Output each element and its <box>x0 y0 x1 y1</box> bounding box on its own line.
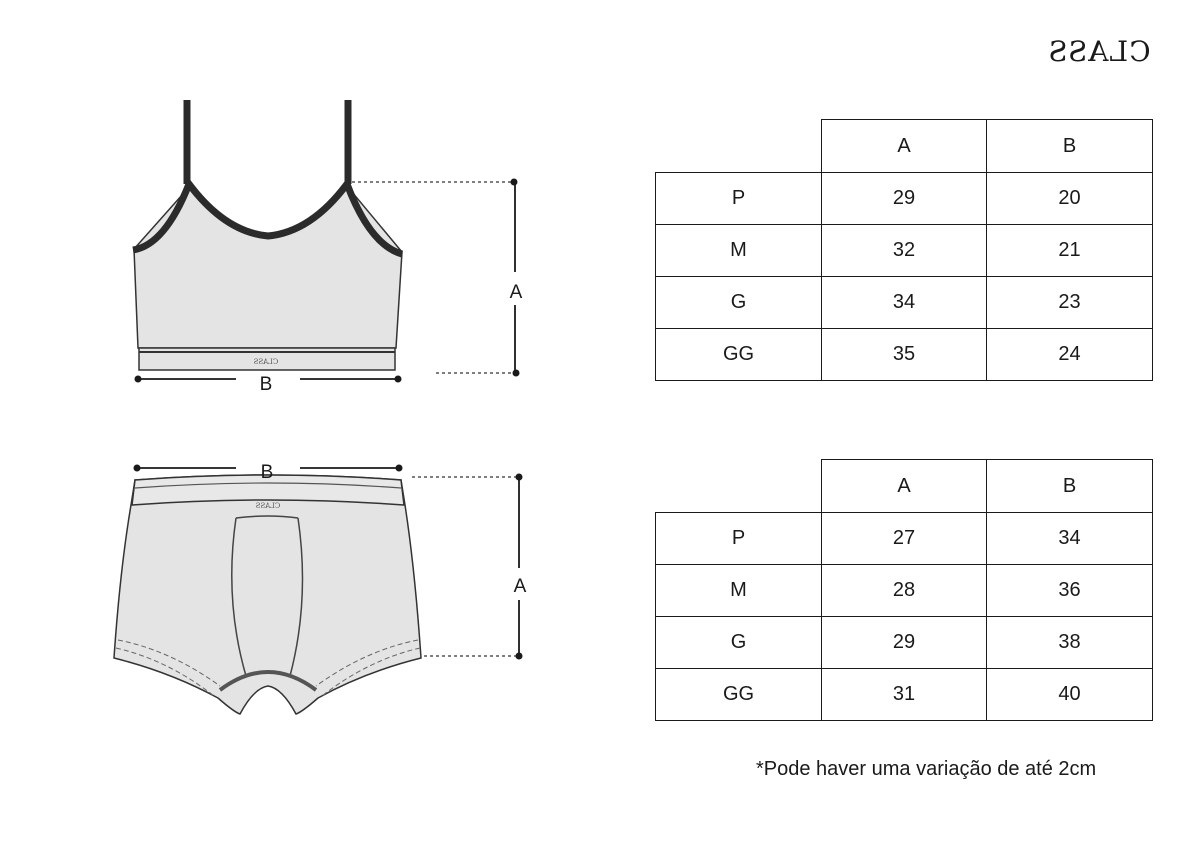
column-header-b: B <box>986 119 1153 173</box>
boxer-b-label: B <box>261 462 274 483</box>
table-row: M 32 21 <box>655 224 1153 277</box>
value-b: 36 <box>986 564 1153 617</box>
value-a: 28 <box>821 564 987 617</box>
boxer-waistband <box>131 474 405 506</box>
top-neckline-trim <box>132 176 404 258</box>
size-label: M <box>655 564 822 617</box>
top-waistband <box>138 347 396 371</box>
boxer-waistband-label: CLASS <box>256 502 281 510</box>
boxer-right-hem-stitch <box>315 639 419 687</box>
size-label: G <box>655 276 822 329</box>
size-label: P <box>655 512 822 565</box>
value-a: 29 <box>821 616 987 669</box>
table-corner-cell <box>655 459 822 513</box>
value-a: 34 <box>821 276 987 329</box>
value-b: 23 <box>986 276 1153 329</box>
value-a: 27 <box>821 512 987 565</box>
table-row: G 29 38 <box>655 616 1153 669</box>
boxer-pouch-seam-right <box>289 517 304 677</box>
value-a: 35 <box>821 328 987 381</box>
boxer-pouch-top <box>235 515 299 519</box>
table-row: GG 35 24 <box>655 328 1153 381</box>
top-a-label: A <box>510 282 523 303</box>
boxer-crotch-band <box>218 670 318 692</box>
table-row: G 34 23 <box>655 276 1153 329</box>
footnote: *Pode haver uma variação de até 2cm <box>756 758 1097 780</box>
value-b: 40 <box>986 668 1153 721</box>
value-b: 34 <box>986 512 1153 565</box>
size-table-boxer: A B P 27 34 M 28 36 G 29 38 GG 31 40 <box>655 459 1153 721</box>
boxer-left-hem-stitch-2 <box>115 647 215 697</box>
table-header-row: A B <box>655 119 1153 173</box>
size-label: M <box>655 224 822 277</box>
top-a-start-dot <box>510 178 518 186</box>
top-b-label: B <box>260 374 273 395</box>
column-header-a: A <box>821 459 987 513</box>
column-header-a: A <box>821 119 987 173</box>
size-label: GG <box>655 328 822 381</box>
table-header-row: A B <box>655 459 1153 513</box>
table-row: P 29 20 <box>655 172 1153 225</box>
boxer-pouch-seam-left <box>231 517 247 677</box>
value-b: 38 <box>986 616 1153 669</box>
value-a: 29 <box>821 172 987 225</box>
garment-illustrations: CLASS B A CLASS <box>113 100 527 715</box>
boxer-a-label: A <box>514 576 527 597</box>
table-row: GG 31 40 <box>655 668 1153 721</box>
value-b: 21 <box>986 224 1153 277</box>
brand-logo-text: CLASS <box>1047 35 1151 68</box>
table-corner-cell <box>655 119 822 173</box>
brand-logo: CLASS <box>1040 30 1158 74</box>
size-label: G <box>655 616 822 669</box>
size-label: P <box>655 172 822 225</box>
top-a-end-dot <box>512 369 520 377</box>
size-table-top: A B P 29 20 M 32 21 G 34 23 GG 35 24 <box>655 119 1153 381</box>
value-a: 32 <box>821 224 987 277</box>
size-label: GG <box>655 668 822 721</box>
value-b: 20 <box>986 172 1153 225</box>
boxer-illustration: CLASS B A <box>113 462 527 715</box>
table-row: P 27 34 <box>655 512 1153 565</box>
column-header-b: B <box>986 459 1153 513</box>
table-row: M 28 36 <box>655 564 1153 617</box>
value-a: 31 <box>821 668 987 721</box>
boxer-right-hem-stitch-2 <box>321 647 421 697</box>
top-waistband-label: CLASS <box>254 358 279 366</box>
value-b: 24 <box>986 328 1153 381</box>
boxer-waistband-inner-line <box>134 482 402 489</box>
boxer-left-hem-stitch <box>117 639 221 687</box>
top-illustration: CLASS B A <box>132 100 523 395</box>
boxer-body <box>113 474 422 715</box>
